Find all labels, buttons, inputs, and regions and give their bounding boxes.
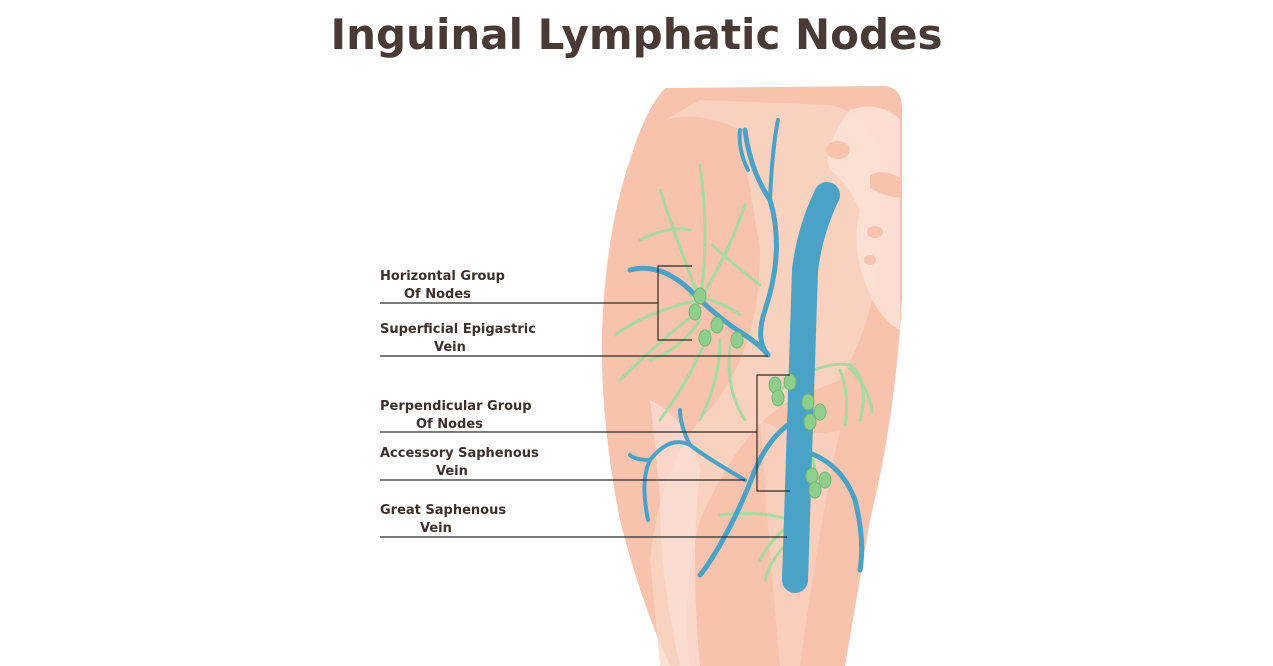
accessory-saphenous-vein bbox=[697, 417, 798, 578]
bone-spot bbox=[867, 226, 883, 238]
label-perpendicular-group: Perpendicular Group Of Nodes bbox=[380, 398, 532, 434]
lymph-node bbox=[818, 471, 832, 489]
pelvic-bone bbox=[827, 106, 900, 331]
veins bbox=[627, 118, 865, 578]
lymph-node bbox=[698, 329, 712, 347]
label-line: Vein bbox=[434, 340, 466, 355]
label-line: Of Nodes bbox=[404, 287, 471, 302]
page-title: Inguinal Lymphatic Nodes bbox=[330, 10, 943, 59]
leader-lines bbox=[380, 265, 790, 538]
lymph-node bbox=[730, 331, 744, 349]
great-saphenous-vein bbox=[782, 182, 840, 593]
lymph-node bbox=[771, 389, 785, 407]
lymph-node bbox=[693, 287, 707, 305]
label-line: Great Saphenous bbox=[380, 503, 507, 518]
label-line: Vein bbox=[436, 464, 468, 479]
bracket-horizontal-group bbox=[657, 265, 692, 341]
bone-notch bbox=[870, 172, 900, 198]
label-line: Superficial Epigastric bbox=[380, 322, 536, 337]
lymph-nodes bbox=[688, 287, 832, 499]
label-line: Of Nodes bbox=[416, 417, 483, 432]
label-horizontal-group: Horizontal Group Of Nodes bbox=[380, 268, 505, 304]
label-superficial-epigastric: Superficial Epigastric Vein bbox=[380, 321, 536, 357]
bracket-perpendicular-group bbox=[756, 374, 790, 492]
bone-spot bbox=[826, 141, 850, 159]
lymph-node bbox=[805, 467, 819, 485]
label-line: Horizontal Group bbox=[380, 269, 505, 284]
lymph-node bbox=[808, 481, 822, 499]
horizontal-vein-branch bbox=[627, 265, 771, 358]
superficial-epigastric-vein bbox=[742, 127, 779, 358]
lymphatic-vessels bbox=[613, 163, 874, 582]
lymph-node bbox=[813, 403, 827, 421]
label-line: Accessory Saphenous bbox=[380, 446, 539, 461]
lymph-node bbox=[710, 316, 724, 334]
lymph-node bbox=[803, 413, 817, 431]
label-line: Vein bbox=[420, 521, 452, 536]
lymph-node bbox=[688, 303, 702, 321]
great-saphenous-branch bbox=[797, 447, 865, 573]
bone-spot bbox=[864, 255, 876, 265]
lymph-node bbox=[801, 393, 815, 411]
thigh-shading bbox=[650, 400, 700, 666]
label-line: Perpendicular Group bbox=[380, 399, 532, 414]
label-great-saphenous: Great Saphenous Vein bbox=[380, 502, 506, 538]
lymph-node bbox=[783, 373, 797, 391]
label-accessory-saphenous: Accessory Saphenous Vein bbox=[380, 445, 539, 481]
